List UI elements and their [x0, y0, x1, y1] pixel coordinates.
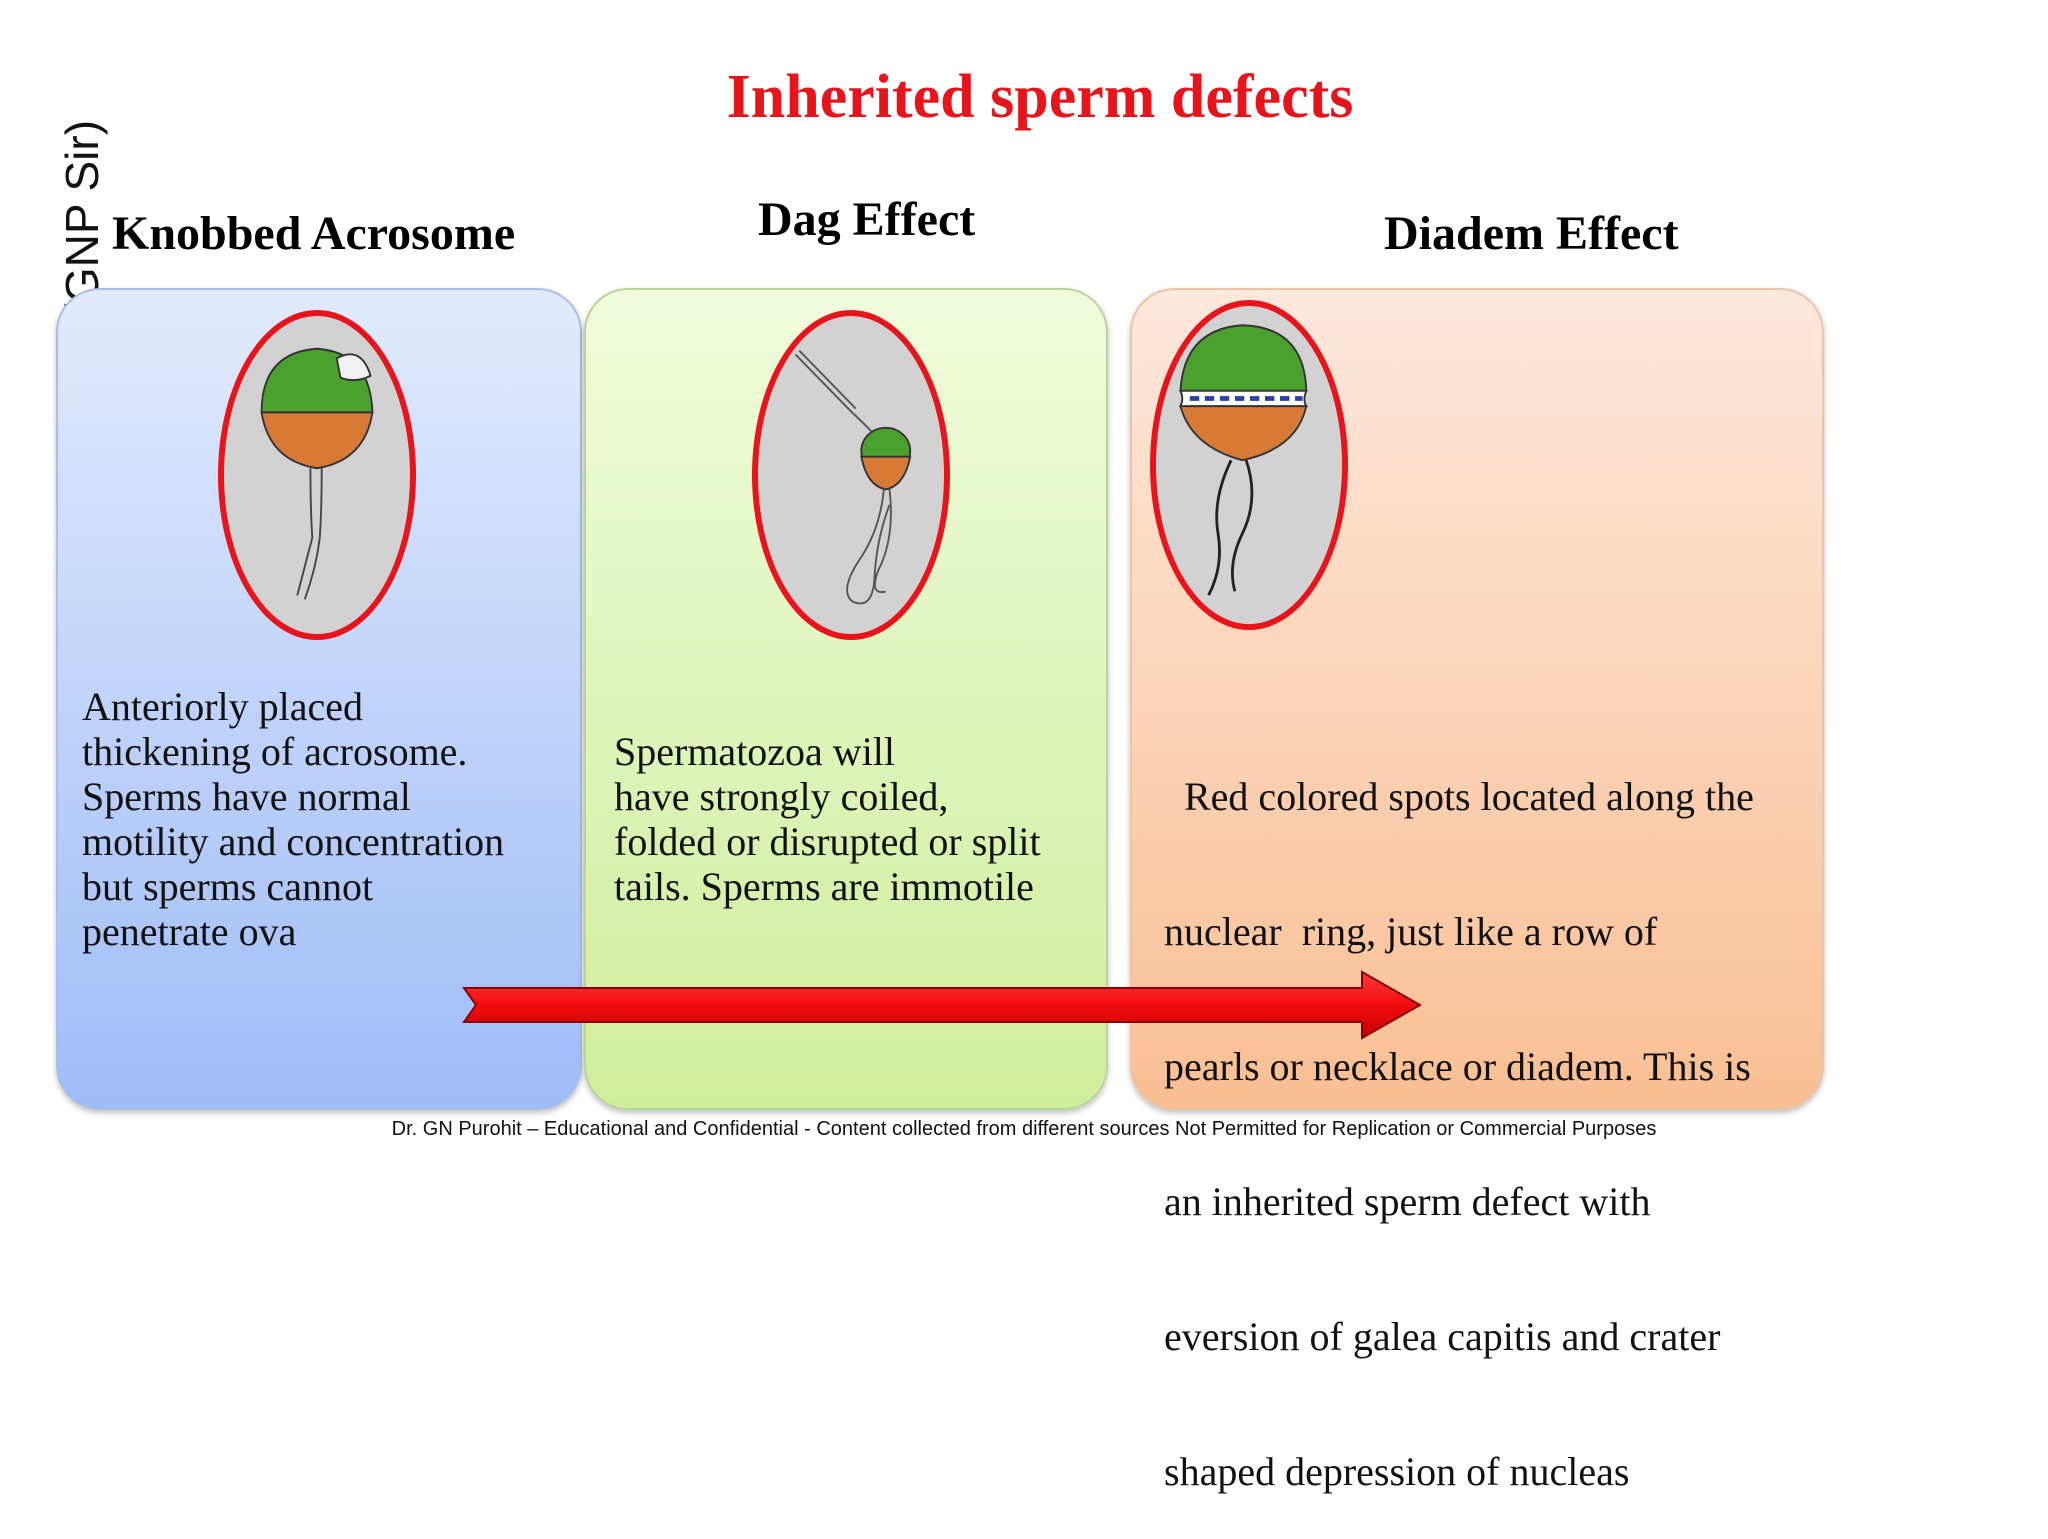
description-line: penetrate ova: [82, 909, 297, 954]
description-line: tails. Sperms are immotile: [614, 864, 1034, 909]
description-line: Anteriorly placed: [82, 684, 363, 729]
knobbed-acrosome-description: Anteriorly placed thickening of acrosome…: [82, 684, 582, 954]
description-line: but sperms cannot: [82, 864, 374, 909]
heading-diadem-effect: Diadem Effect: [1384, 207, 1679, 260]
description-line: pearls or necklace or diadem. This is: [1164, 1044, 1751, 1089]
heading-dag-effect: Dag Effect: [758, 193, 976, 246]
description-line: Sperms have normal: [82, 774, 411, 819]
description-line: folded or disrupted or split: [614, 819, 1041, 864]
description-line: eversion of galea capitis and crater: [1164, 1314, 1721, 1359]
right-arrow-icon: [462, 970, 1422, 1040]
diadem-effect-description: Red colored spots located along the nucl…: [1164, 684, 1814, 1539]
description-line: shaped depression of nucleas: [1164, 1449, 1630, 1494]
knobbed-acrosome-sperm-image: [218, 310, 416, 640]
heading-knobbed-acrosome: Knobbed Acrosome: [112, 207, 516, 260]
diadem-effect-sperm-image: [1150, 300, 1348, 630]
footer-disclaimer: Dr. GN Purohit – Educational and Confide…: [391, 1118, 1657, 1140]
dag-effect-sperm-image: [752, 310, 950, 640]
description-line: Spermatozoa will: [614, 729, 896, 774]
slide-title: Inherited sperm defects: [726, 63, 1354, 131]
dag-effect-description: Spermatozoa will have strongly coiled, f…: [614, 729, 1094, 909]
description-line: have strongly coiled,: [614, 774, 949, 819]
description-line: Red colored spots located along the: [1164, 774, 1754, 819]
description-line: thickening of acrosome.: [82, 729, 468, 774]
description-line: motility and concentration: [82, 819, 505, 864]
description-line: nuclear ring, just like a row of: [1164, 909, 1658, 954]
description-line: an inherited sperm defect with: [1164, 1179, 1651, 1224]
